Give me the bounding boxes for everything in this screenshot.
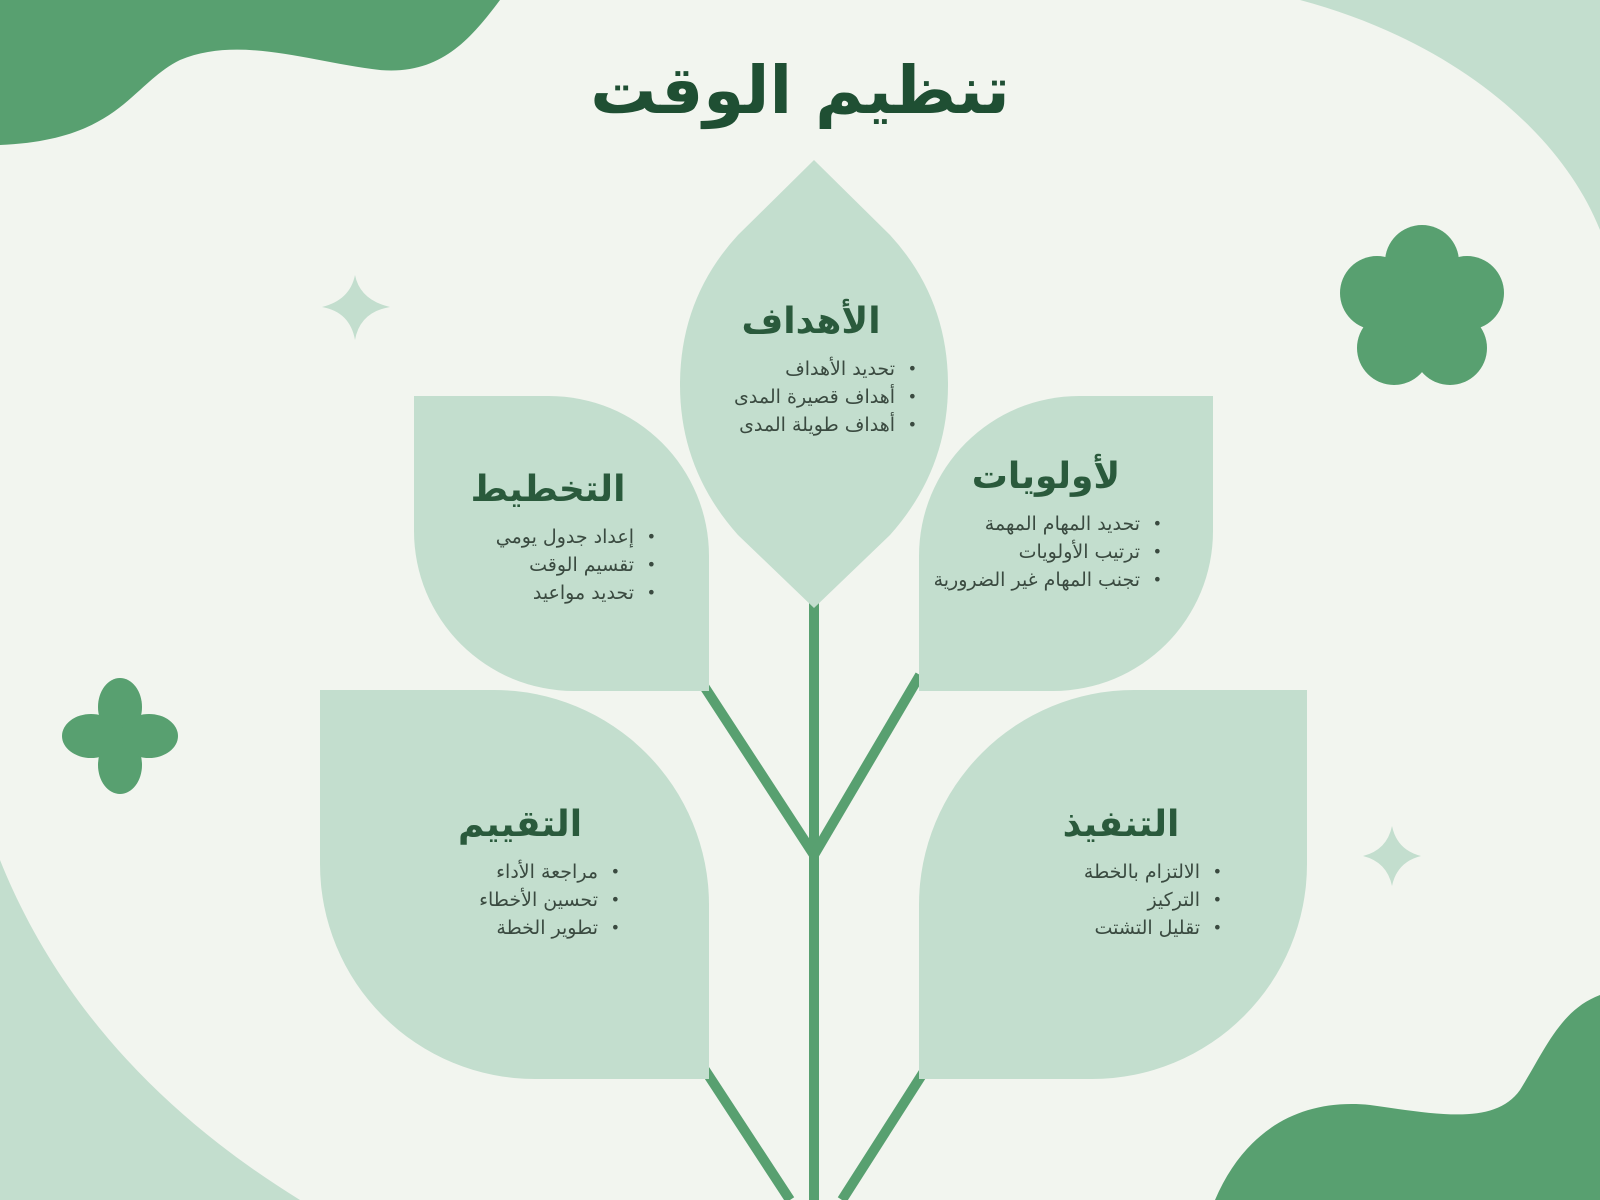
leaf-execution-list: الالتزام بالخطة التركيز تقليل التشتت	[1020, 858, 1222, 942]
blob-bottom-left	[0, 860, 300, 1200]
list-item: الالتزام بالخطة	[1020, 858, 1222, 886]
leaf-planning-list: إعداد جدول يومي تقسيم الوقت تحديد مواعيد	[440, 523, 656, 607]
leaf-planning-title: التخطيط	[470, 469, 626, 510]
list-item: تحديد المهام المهمة	[930, 510, 1162, 538]
plant-stems	[695, 600, 930, 1200]
blob-bottom-right	[1215, 995, 1600, 1200]
blob-top-left	[0, 0, 500, 145]
list-item: ترتيب الأولويات	[930, 538, 1162, 566]
list-item: مراجعة الأداء	[420, 858, 620, 886]
flower-icon	[1340, 225, 1504, 385]
list-item: تقليل التشتت	[1020, 914, 1222, 942]
branch-lower-left	[700, 1067, 795, 1200]
list-item: أهداف قصيرة المدى	[705, 383, 917, 411]
branch-upper-right	[809, 672, 925, 858]
branch-upper-left	[695, 677, 819, 858]
leaf-execution-title: التنفيذ	[1062, 804, 1180, 845]
leaf-priorities-list: تحديد المهام المهمة ترتيب الأولويات تجنب…	[930, 510, 1162, 594]
leaf-priorities-content: لأولويات تحديد المهام المهمة ترتيب الأول…	[930, 455, 1162, 594]
leaf-planning-content: التخطيط إعداد جدول يومي تقسيم الوقت تحدي…	[440, 468, 656, 607]
sparkle-icon	[1363, 826, 1421, 886]
list-item: تقسيم الوقت	[440, 551, 656, 579]
list-item: التركيز	[1020, 886, 1222, 914]
leaf-evaluation-list: مراجعة الأداء تحسين الأخطاء تطوير الخطة	[420, 858, 620, 942]
clover-icon	[62, 678, 178, 794]
sparkle-icon	[322, 275, 390, 340]
list-item: تحديد الأهداف	[705, 355, 917, 383]
list-item: تجنب المهام غير الضرورية	[930, 566, 1162, 594]
blob-top-right	[1300, 0, 1600, 230]
list-item: تحديد مواعيد	[440, 579, 656, 607]
leaf-evaluation-title: التقييم	[457, 804, 583, 845]
leaf-execution-content: التنفيذ الالتزام بالخطة التركيز تقليل ال…	[1020, 803, 1222, 942]
list-item: تطوير الخطة	[420, 914, 620, 942]
leaf-goals-content: الأهداف تحديد الأهداف أهداف قصيرة المدى …	[705, 300, 917, 439]
branch-lower-right	[837, 1067, 930, 1200]
list-item: إعداد جدول يومي	[440, 523, 656, 551]
leaf-evaluation-content: التقييم مراجعة الأداء تحسين الأخطاء تطوي…	[420, 803, 620, 942]
leaf-goals-title: الأهداف	[741, 301, 881, 342]
leaf-priorities-title: لأولويات	[971, 456, 1121, 497]
list-item: تحسين الأخطاء	[420, 886, 620, 914]
list-item: أهداف طويلة المدى	[705, 411, 917, 439]
leaf-goals-list: تحديد الأهداف أهداف قصيرة المدى أهداف طو…	[705, 355, 917, 439]
page-title: تنظيم الوقت	[590, 52, 1010, 129]
